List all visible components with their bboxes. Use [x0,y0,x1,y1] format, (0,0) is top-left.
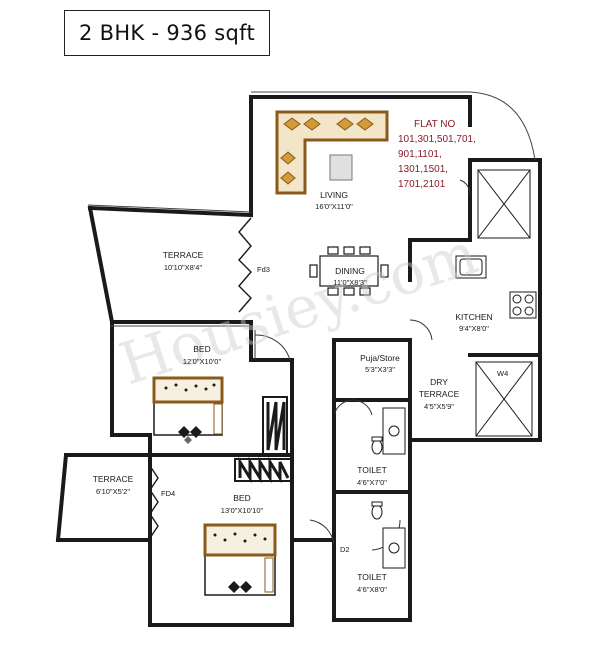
sink-icon [455,255,487,279]
bed2-label: BED [233,493,250,503]
fd4-folding-door [149,465,159,539]
puja-dim: 5'3"X3'3" [365,365,395,374]
terrace1-label: TERRACE [163,250,204,260]
bed2-icon [203,523,277,596]
flat-no-heading: FLAT NO [414,119,456,130]
fd3-label: Fd3 [257,265,270,274]
puja-label: Puja/Store [360,353,400,363]
terrace1-dim: 10'10"X8'4" [164,263,203,272]
flat-no-block: FLAT NO 101,301,501,701, 901,1101, 1301,… [398,119,476,190]
bed1-dim: 12'0"X10'0" [183,357,222,366]
living-label: LIVING [320,190,348,200]
kitchen-label: KITCHEN [455,312,492,322]
door-swings [254,179,471,551]
flat-no-line-2: 901,1101, [398,149,442,160]
fd4-label: FD4 [161,489,175,498]
toilet1-fixtures [371,407,406,455]
fd3-folding-door [238,217,252,313]
d2-label: D2 [340,545,350,554]
dry-label: DRY [430,377,448,387]
terrace2-label: TERRACE [93,474,134,484]
watermark: Housiey.com [111,219,485,398]
toilet2-label: TOILET [357,572,387,582]
coffee-table-icon [329,154,353,181]
toilet2-dim: 4'6"X8'0" [357,585,387,594]
bed1-label: BED [193,344,210,354]
toilet1-label: TOILET [357,465,387,475]
wardrobe1-icon [262,396,288,455]
duct-shaft-icon [477,169,531,239]
dining-label: DINING [335,266,365,276]
living-dim: 16'0"X11'0" [315,202,353,211]
w4-shaft-icon [475,361,533,437]
dry-terrace-dim: 4'5"X5'9" [424,402,454,411]
toilet1-dim: 4'6"X7'0" [357,478,387,487]
flat-no-line-4: 1701,2101 [398,179,446,190]
dry-terrace-label: TERRACE [419,389,460,399]
w4-label: W4 [497,369,508,378]
hob-icon [509,291,537,319]
walls [55,95,542,627]
dining-table-icon [309,246,389,296]
flat-no-line-1: 101,301,501,701, [398,134,476,145]
wardrobe2-icon [234,456,292,484]
bed2-dim: 13'0"X10'10" [221,506,264,515]
toilet2-fixtures [371,501,406,569]
plan-title: 2 BHK - 936 sqft [64,10,270,56]
dining-dim: 11'0"X8'3" [333,278,367,287]
sofa-icon [275,110,389,195]
flat-no-line-3: 1301,1501, [398,164,448,175]
bed1-icon [152,376,224,444]
kitchen-dim: 9'4"X8'0" [459,324,489,333]
terrace2-dim: 6'10"X5'2" [96,487,130,496]
